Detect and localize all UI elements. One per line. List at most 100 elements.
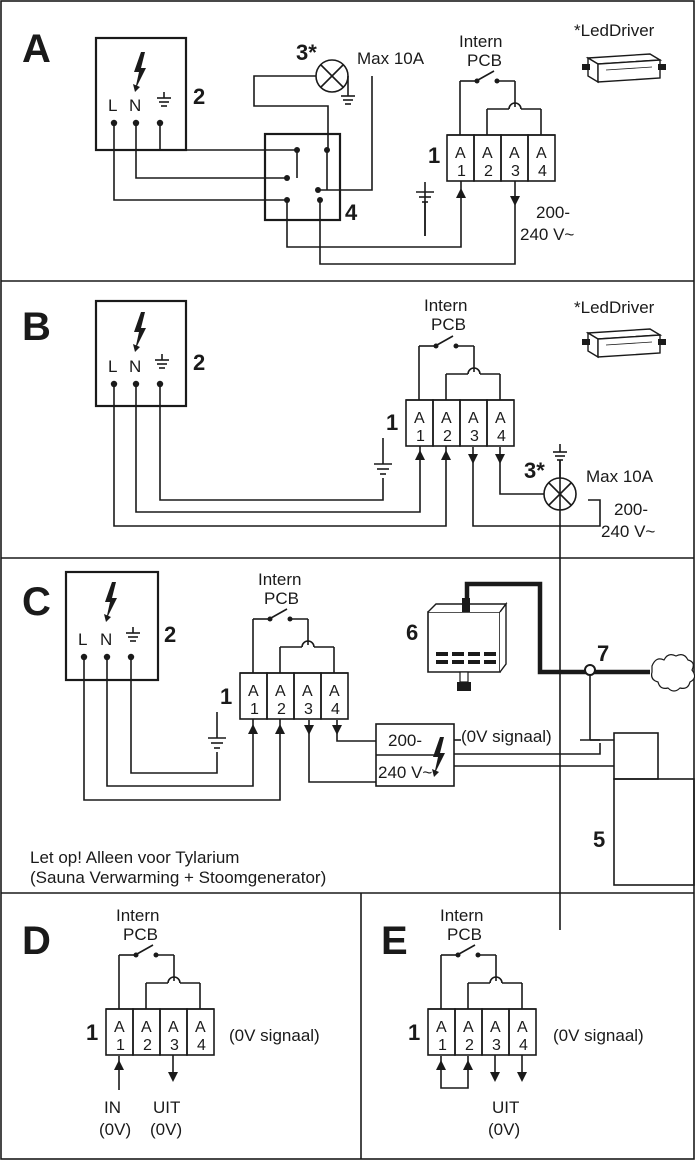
supply-n-label: N (129, 96, 141, 115)
lightning-icon (133, 312, 146, 352)
earth-ground-icon (126, 627, 140, 642)
arrow-icon (114, 1060, 124, 1070)
pin-2-n: 2 (143, 1037, 152, 1054)
voltage-1: 200- (614, 500, 648, 519)
pin-3-n: 3 (170, 1037, 179, 1054)
supply-l-label: L (108, 96, 117, 115)
switch-icon (418, 335, 501, 401)
pcb-title-1: Intern (116, 906, 159, 925)
out-v-label: (0V) (488, 1120, 520, 1139)
note-line-2: (Sauna Verwarming + Stoomgenerator) (30, 868, 326, 887)
pin-2-a: A (275, 683, 286, 700)
supply-ref: 2 (164, 622, 176, 647)
lamp-ref: 3* (296, 40, 317, 65)
pin-4-a: A (536, 145, 547, 162)
pcb-title-2: PCB (431, 315, 466, 334)
signal-label: (0V signaal) (229, 1026, 320, 1045)
pcb-title-2: PCB (264, 589, 299, 608)
led-driver-icon (581, 328, 667, 358)
arrow-icon (415, 450, 425, 460)
pin-4-a: A (495, 410, 506, 427)
note-line-1: Let op! Alleen voor Tylarium (30, 848, 239, 867)
section-c: C L N 2 A 1 A 2 A 3 A 4 1 In (22, 570, 695, 887)
section-e-letter: E (381, 919, 408, 963)
pcb-title-1: Intern (459, 32, 502, 51)
pin-4-n: 4 (197, 1037, 206, 1054)
section-d: D A 1 A 2 A 3 A 4 1 Intern PCB (0V signa… (22, 906, 320, 1139)
out-label: UIT (492, 1098, 519, 1117)
pin-1-a: A (455, 145, 466, 162)
connector-box (613, 732, 659, 780)
steam-cloud-icon (651, 654, 695, 692)
lamp-earth-icon (553, 444, 567, 930)
pcb-title-1: Intern (440, 906, 483, 925)
arrow-icon (463, 1060, 473, 1070)
pin-1-n: 1 (416, 428, 425, 445)
voltage-2: 240 V~ (601, 522, 655, 541)
lamp-ref: 3* (524, 458, 545, 483)
arrow-icon (510, 196, 520, 206)
pin-3-a: A (468, 410, 479, 427)
pin-4-n: 4 (497, 428, 506, 445)
lamp-max: Max 10A (357, 49, 425, 68)
led-driver-icon (581, 53, 667, 83)
supply-n-label: N (100, 630, 112, 649)
arrow-icon (275, 724, 285, 734)
supply-box (64, 570, 160, 682)
supply-ref: 2 (193, 84, 205, 109)
out-label: UIT (153, 1098, 180, 1117)
signal-label: (0V signaal) (461, 727, 552, 746)
pin-2-a: A (441, 410, 452, 427)
supply-ref: 2 (193, 350, 205, 375)
earth-ground-icon (157, 92, 171, 107)
pin-1-n: 1 (250, 701, 259, 718)
pin-2-n: 2 (443, 428, 452, 445)
supply-l-label: L (78, 630, 87, 649)
pin-3-a: A (490, 1019, 501, 1036)
pin-3-a: A (302, 683, 313, 700)
earth-ground-icon (374, 438, 392, 475)
unit-6-ref: 6 (406, 620, 418, 645)
relay-voltage-1: 200- (388, 731, 422, 750)
pin-2-a: A (463, 1019, 474, 1036)
switch-icon (440, 944, 523, 1010)
switch-icon (459, 70, 542, 136)
in-label: IN (104, 1098, 121, 1117)
pin-1-a: A (248, 683, 259, 700)
supply-box (94, 36, 188, 152)
pin-2-n: 2 (277, 701, 286, 718)
pcb-title-2: PCB (467, 51, 502, 70)
pin-2-n: 2 (484, 163, 493, 180)
section-c-letter: C (22, 580, 51, 624)
pcb-title-2: PCB (123, 925, 158, 944)
out-v-label: (0V) (150, 1120, 182, 1139)
arrow-icon (456, 188, 466, 198)
unit-5-ref: 5 (593, 827, 605, 852)
arrow-icon (332, 725, 342, 735)
arrow-icon (441, 450, 451, 460)
pin-4-a: A (517, 1019, 528, 1036)
lamp-icon (315, 59, 349, 93)
led-driver-label: *LedDriver (574, 298, 655, 317)
arrow-icon (248, 724, 258, 734)
pin-4-a: A (329, 683, 340, 700)
voltage-2: 240 V~ (520, 225, 574, 244)
lightning-icon (104, 582, 117, 622)
section-e: E A 1 A 2 A 3 A 4 1 Intern PCB (0V signa… (381, 906, 644, 1139)
in-v-label: (0V) (99, 1120, 131, 1139)
pin-4-n: 4 (519, 1037, 528, 1054)
heater-unit (427, 598, 508, 691)
pcb-title-1: Intern (258, 570, 301, 589)
pcb-title-2: PCB (447, 925, 482, 944)
section-d-letter: D (22, 919, 51, 963)
pin-3-n: 3 (304, 701, 313, 718)
arrow-icon (468, 454, 478, 464)
supply-n-label: N (129, 357, 141, 376)
pin-2-a: A (141, 1019, 152, 1036)
section-a: A L N 2 4 3* Max 10A (22, 21, 667, 265)
switch-icon (252, 608, 335, 674)
pin-2-a: A (482, 145, 493, 162)
voltage-1: 200- (536, 203, 570, 222)
